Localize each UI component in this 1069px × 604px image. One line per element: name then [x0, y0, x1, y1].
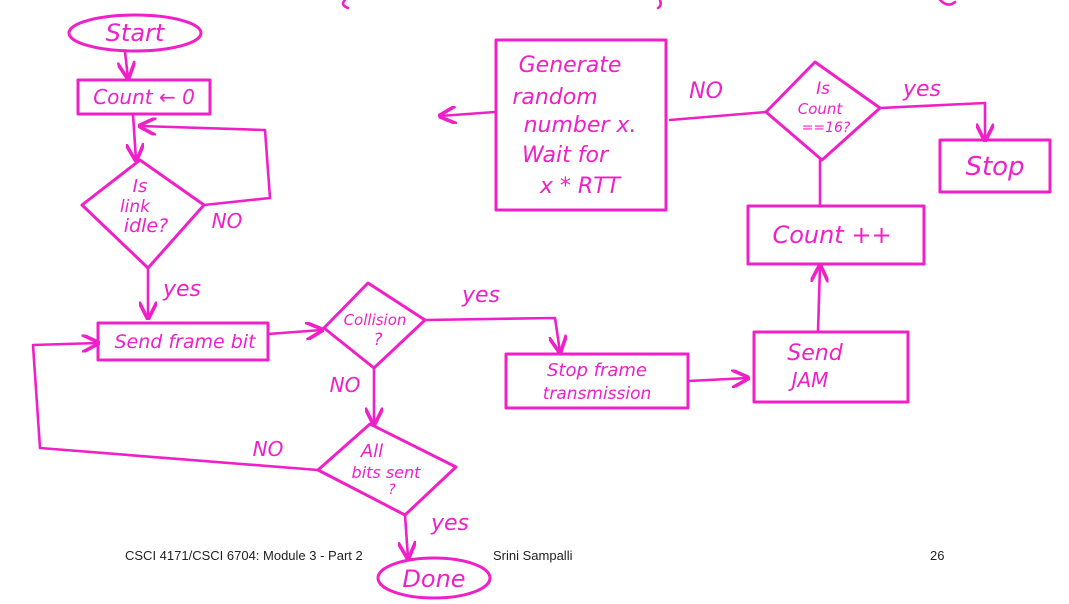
- count-inc-node: [746, 204, 926, 266]
- footer-page-number: 26: [930, 548, 945, 563]
- count-init-node: [76, 78, 212, 116]
- check-yes-label: yes: [902, 77, 941, 102]
- arrow-idle-no-loop: [140, 126, 272, 207]
- collision-label-2: ?: [373, 330, 382, 350]
- count-check-node: [764, 60, 882, 162]
- stop-node: [938, 138, 1052, 194]
- send-frame-label: Send frame bit: [114, 331, 257, 353]
- generate-label-4: Wait for: [522, 143, 610, 168]
- collision-no-label: NO: [330, 373, 361, 397]
- count-inc-label: Count ++: [772, 221, 891, 249]
- all-bits-label-2: bits sent: [352, 463, 422, 482]
- idle-no-label: NO: [212, 209, 243, 233]
- footer-course: CSCI 4171/CSCI 6704: Module 3 - Part 2: [125, 548, 363, 563]
- done-node: [376, 556, 492, 600]
- generate-label-5: x * RTT: [539, 174, 622, 199]
- top-cutoff-mark: [341, 0, 350, 10]
- arrow-check-no: [668, 110, 768, 122]
- generate-node: [494, 38, 668, 212]
- link-idle-label-2: link: [120, 197, 151, 217]
- arrow-start-to-count: [125, 50, 128, 78]
- generate-label-2: random: [512, 85, 597, 110]
- top-cutoff-mark: [938, 0, 957, 6]
- start-node: [67, 13, 203, 53]
- arrow-generate-to-idle: [440, 112, 497, 116]
- generate-label-3: number x.: [524, 113, 637, 138]
- footer-author: Srini Sampalli: [493, 548, 573, 563]
- allbits-no-label: NO: [253, 437, 284, 461]
- stop-frame-label-1: Stop frame: [547, 360, 647, 381]
- done-label: Done: [402, 565, 465, 593]
- stop-frame-label-2: transmission: [543, 384, 652, 404]
- count-check-label-2: Count: [798, 100, 844, 118]
- idle-yes-label: yes: [162, 277, 201, 302]
- count-check-label-3: ==16?: [802, 120, 851, 136]
- arrow-check-yes: [878, 101, 985, 140]
- send-jam-label-1: Send: [787, 341, 843, 366]
- check-no-label: NO: [689, 79, 723, 104]
- arrow-collision-yes: [423, 316, 560, 352]
- send-jam-label-2: JAM: [788, 368, 829, 392]
- arrow-stopframe-to-jam: [686, 378, 748, 381]
- start-label: Start: [106, 19, 166, 47]
- send-jam-node: [752, 330, 910, 404]
- generate-label-1: Generate: [519, 53, 622, 78]
- arrow-allbits-yes: [405, 513, 408, 558]
- all-bits-label-3: ?: [388, 482, 396, 498]
- link-idle-label-1: Is: [133, 176, 148, 197]
- stop-label: Stop: [965, 152, 1024, 182]
- count-check-label-1: Is: [816, 79, 830, 99]
- count-init-label: Count ← 0: [93, 85, 195, 109]
- all-bits-label-1: All: [360, 441, 383, 462]
- arrow-count-to-idle: [133, 112, 136, 160]
- top-cutoff-mark: [656, 0, 662, 10]
- arrow-allbits-no-loop: [31, 343, 320, 472]
- allbits-yes-label: yes: [430, 511, 469, 536]
- link-idle-label-3: idle?: [124, 215, 168, 237]
- arrow-jam-to-countinc: [818, 266, 820, 334]
- collision-label-1: Collision: [344, 311, 407, 329]
- arrow-send-to-collision: [266, 330, 322, 334]
- collision-yes-label: yes: [461, 283, 500, 308]
